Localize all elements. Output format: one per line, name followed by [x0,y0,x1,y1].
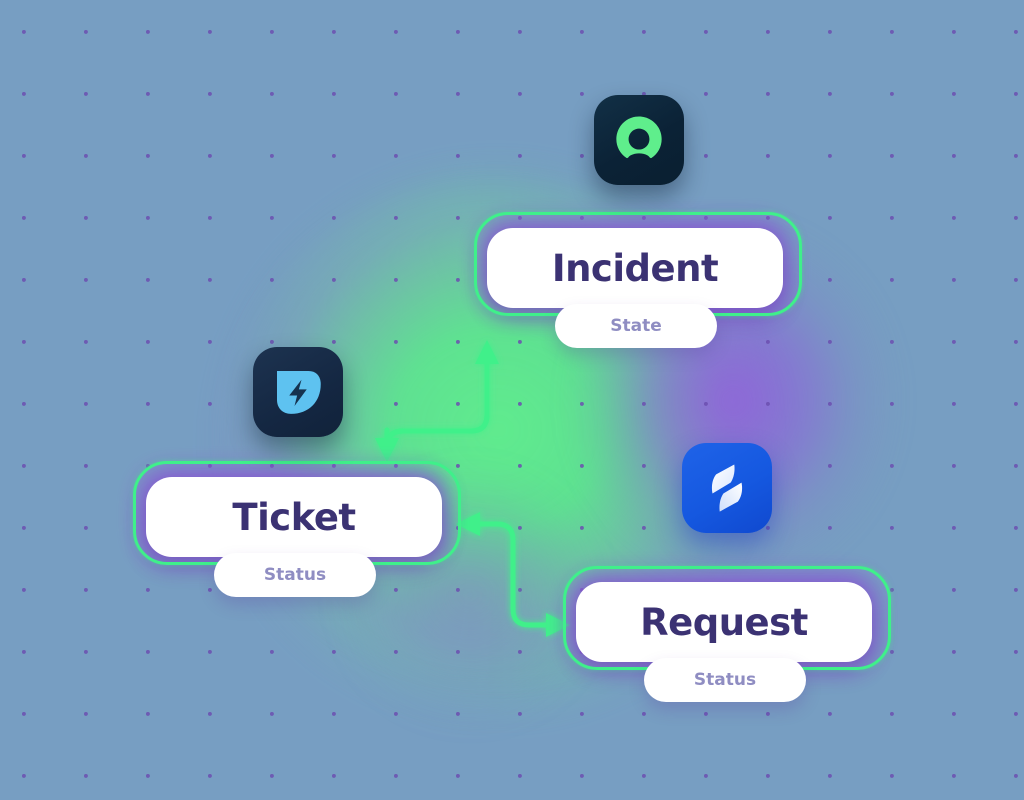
arrow-to-ticket-icon [375,438,399,462]
node-request-field-label: Status [693,670,757,690]
node-ticket[interactable]: Ticket Status [133,461,461,597]
node-request[interactable]: Request Status [563,566,891,702]
arrow-to-ticket-2-icon [456,512,480,536]
node-ticket-field-badge[interactable]: Status [214,553,376,597]
arrow-to-incident-icon [475,340,499,364]
node-incident-field-label: State [610,316,662,336]
node-request-card[interactable]: Request [576,582,872,662]
node-incident-field-badge[interactable]: State [555,304,717,348]
node-ticket-card[interactable]: Ticket [146,477,442,557]
pagerduty-glyph-icon [616,116,662,159]
zendesk-glyph-icon [277,371,321,414]
node-request-field-badge[interactable]: Status [644,658,806,702]
node-incident-card[interactable]: Incident [487,228,783,308]
node-incident[interactable]: Incident State [474,212,802,348]
node-incident-title: Incident [551,246,719,290]
zendesk-bolt-logo-icon[interactable] [253,347,343,437]
node-ticket-field-label: Status [263,565,327,585]
jira-glyph-icon [711,464,743,512]
connector-ticket-request [456,512,570,637]
pagerduty-logo-icon[interactable] [594,95,684,185]
node-request-title: Request [640,600,808,644]
arrow-to-request-icon [546,613,570,637]
connector-incident-ticket [375,340,499,462]
jira-bolt-logo-icon[interactable] [682,443,772,533]
node-ticket-title: Ticket [232,495,356,539]
